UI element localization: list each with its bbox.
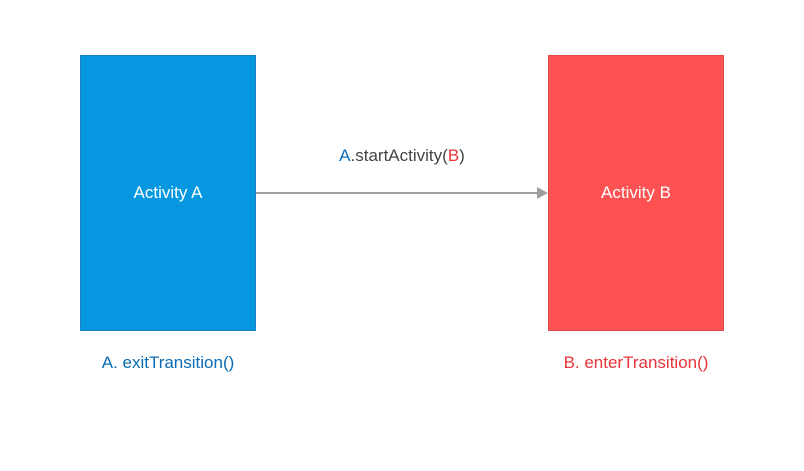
activity-a-caption: A. exitTransition()	[101, 353, 235, 372]
transition-arrow	[256, 187, 548, 199]
activity-b-label: Activity B	[601, 183, 671, 202]
start-activity-call-label: A.startActivity(B)	[256, 146, 548, 166]
activity-a-box: Activity A	[80, 55, 256, 331]
call-method: .startActivity(	[350, 146, 448, 165]
activity-a-label: Activity A	[133, 183, 203, 202]
activity-b-caption: B. enterTransition()	[563, 353, 709, 372]
call-receiver: A	[339, 146, 351, 165]
activity-b-box: Activity B	[548, 55, 724, 331]
call-close: )	[459, 146, 465, 165]
call-argument: B	[447, 146, 460, 165]
arrow-head-icon	[537, 187, 548, 199]
